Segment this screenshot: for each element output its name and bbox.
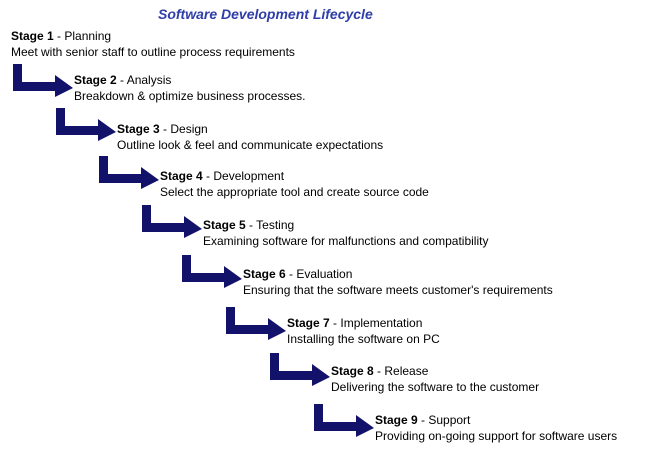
bent-arrow-right-icon [99, 156, 159, 190]
bent-arrow-right-icon [314, 404, 374, 438]
bent-arrow-right-icon [13, 64, 73, 98]
stage-2-phase: Analysis [126, 73, 172, 87]
stage-3-separator: - [159, 122, 171, 136]
stage-2-name: Stage 2 [74, 73, 117, 87]
bent-arrow-right-icon [226, 307, 286, 341]
stage-8: Stage 8 - Release Delivering the softwar… [331, 363, 539, 395]
bent-arrow-right-icon [56, 108, 116, 142]
stage-2: Stage 2 - Analysis Breakdown & optimize … [74, 72, 305, 104]
stage-2-separator: - [116, 73, 127, 87]
stage-5: Stage 5 - Testing Examining software for… [203, 217, 488, 249]
stage-6-phase: Evaluation [296, 267, 353, 281]
stage-8-separator: - [373, 364, 385, 378]
stage-7: Stage 7 - Implementation Installing the … [287, 315, 440, 347]
stage-7-description: Installing the software on PC [287, 332, 440, 346]
stage-4-separator: - [202, 169, 214, 183]
stage-3-name: Stage 3 [117, 122, 160, 136]
stage-9: Stage 9 - Support Providing on-going sup… [375, 412, 617, 444]
stage-1-separator: - [53, 29, 65, 43]
stage-5-name: Stage 5 [203, 218, 246, 232]
stage-5-description: Examining software for malfunctions and … [203, 234, 489, 248]
stage-4-phase: Development [213, 169, 285, 183]
stage-1-description: Meet with senior staff to outline proces… [11, 45, 295, 59]
stage-5-separator: - [245, 218, 257, 232]
stage-4-description: Select the appropriate tool and create s… [160, 185, 429, 199]
bent-arrow-right-icon [270, 353, 330, 387]
stage-8-description: Delivering the software to the customer [331, 380, 540, 394]
stage-6: Stage 6 - Evaluation Ensuring that the s… [243, 266, 553, 298]
stage-7-separator: - [329, 316, 341, 330]
stage-8-name: Stage 8 [331, 364, 374, 378]
stage-4: Stage 4 - Development Select the appropr… [160, 168, 429, 200]
stage-5-phase: Testing [256, 218, 295, 232]
bent-arrow-right-icon [182, 255, 242, 289]
stage-7-phase: Implementation [340, 316, 423, 330]
stage-7-name: Stage 7 [287, 316, 330, 330]
bent-arrow-right-icon [142, 205, 202, 239]
stage-9-separator: - [417, 413, 429, 427]
stage-6-separator: - [285, 267, 297, 281]
diagram-title: Software Development Lifecycle [158, 6, 373, 22]
stage-9-description: Providing on-going support for software … [375, 429, 618, 443]
stage-1-name: Stage 1 [11, 29, 54, 43]
stage-3-description: Outline look & feel and communicate expe… [117, 138, 384, 152]
stage-6-description: Ensuring that the software meets custome… [243, 283, 553, 297]
stage-1-phase: Planning [64, 29, 112, 43]
stage-3-phase: Design [170, 122, 208, 136]
stage-1: Stage 1 - Planning Meet with senior staf… [11, 28, 295, 60]
stage-9-phase: Support [428, 413, 471, 427]
stage-2-description: Breakdown & optimize business processes. [74, 89, 306, 103]
stage-9-name: Stage 9 [375, 413, 418, 427]
stage-4-name: Stage 4 [160, 169, 203, 183]
stage-6-name: Stage 6 [243, 267, 286, 281]
stage-3: Stage 3 - Design Outline look & feel and… [117, 121, 383, 153]
stage-8-phase: Release [384, 364, 429, 378]
